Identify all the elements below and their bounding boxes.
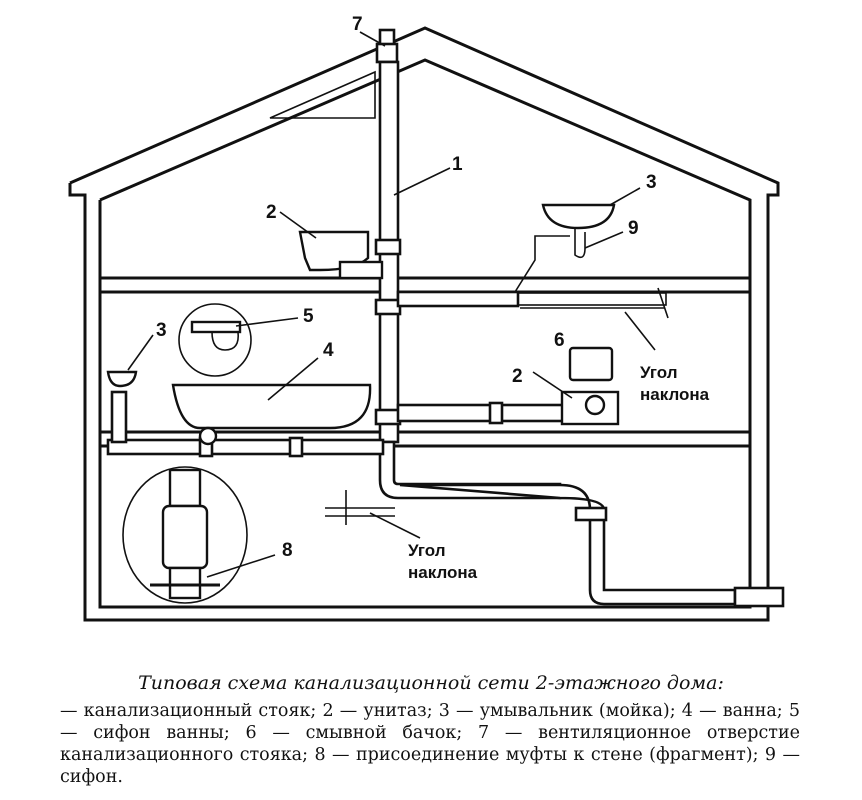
label-8: 8 (282, 540, 293, 561)
slope-marker-bottom (325, 490, 421, 539)
slope-label-bottom-line1: Угол (408, 541, 446, 560)
detail-coupling (122, 466, 248, 604)
floor-slab-lower (98, 430, 752, 448)
label-1: 1 (452, 154, 463, 175)
main-drain (399, 483, 785, 608)
detail-bath-siphon (178, 303, 252, 377)
sink-upper (514, 203, 616, 293)
label-3-left: 3 (156, 320, 167, 341)
label-9: 9 (628, 218, 639, 239)
label-2-lower: 2 (512, 366, 523, 387)
toilet-upper (298, 230, 384, 280)
label-3-upper: 3 (646, 172, 657, 193)
label-4: 4 (323, 340, 334, 361)
slope-label-right-line2: наклона (640, 385, 710, 404)
attic-window (269, 70, 376, 119)
upper-branch (396, 287, 669, 319)
leader-lines (127, 31, 656, 578)
label-5: 5 (303, 306, 314, 327)
caption-title: Типовая схема канализационной сети 2-эта… (138, 672, 724, 694)
label-6: 6 (554, 330, 565, 351)
label-2-upper: 2 (266, 202, 277, 223)
slope-label-bottom-line2: наклона (408, 563, 478, 582)
label-7: 7 (352, 14, 363, 35)
slope-label-right-line1: Угол (640, 363, 678, 382)
toilet-lower (560, 346, 620, 426)
sink-left (106, 370, 138, 444)
bathtub (171, 383, 372, 446)
floor-slab-upper (98, 276, 752, 294)
lower-branch (106, 401, 580, 458)
caption-text: — канализационный стояк; 2 — унитаз; 3 —… (60, 701, 800, 787)
